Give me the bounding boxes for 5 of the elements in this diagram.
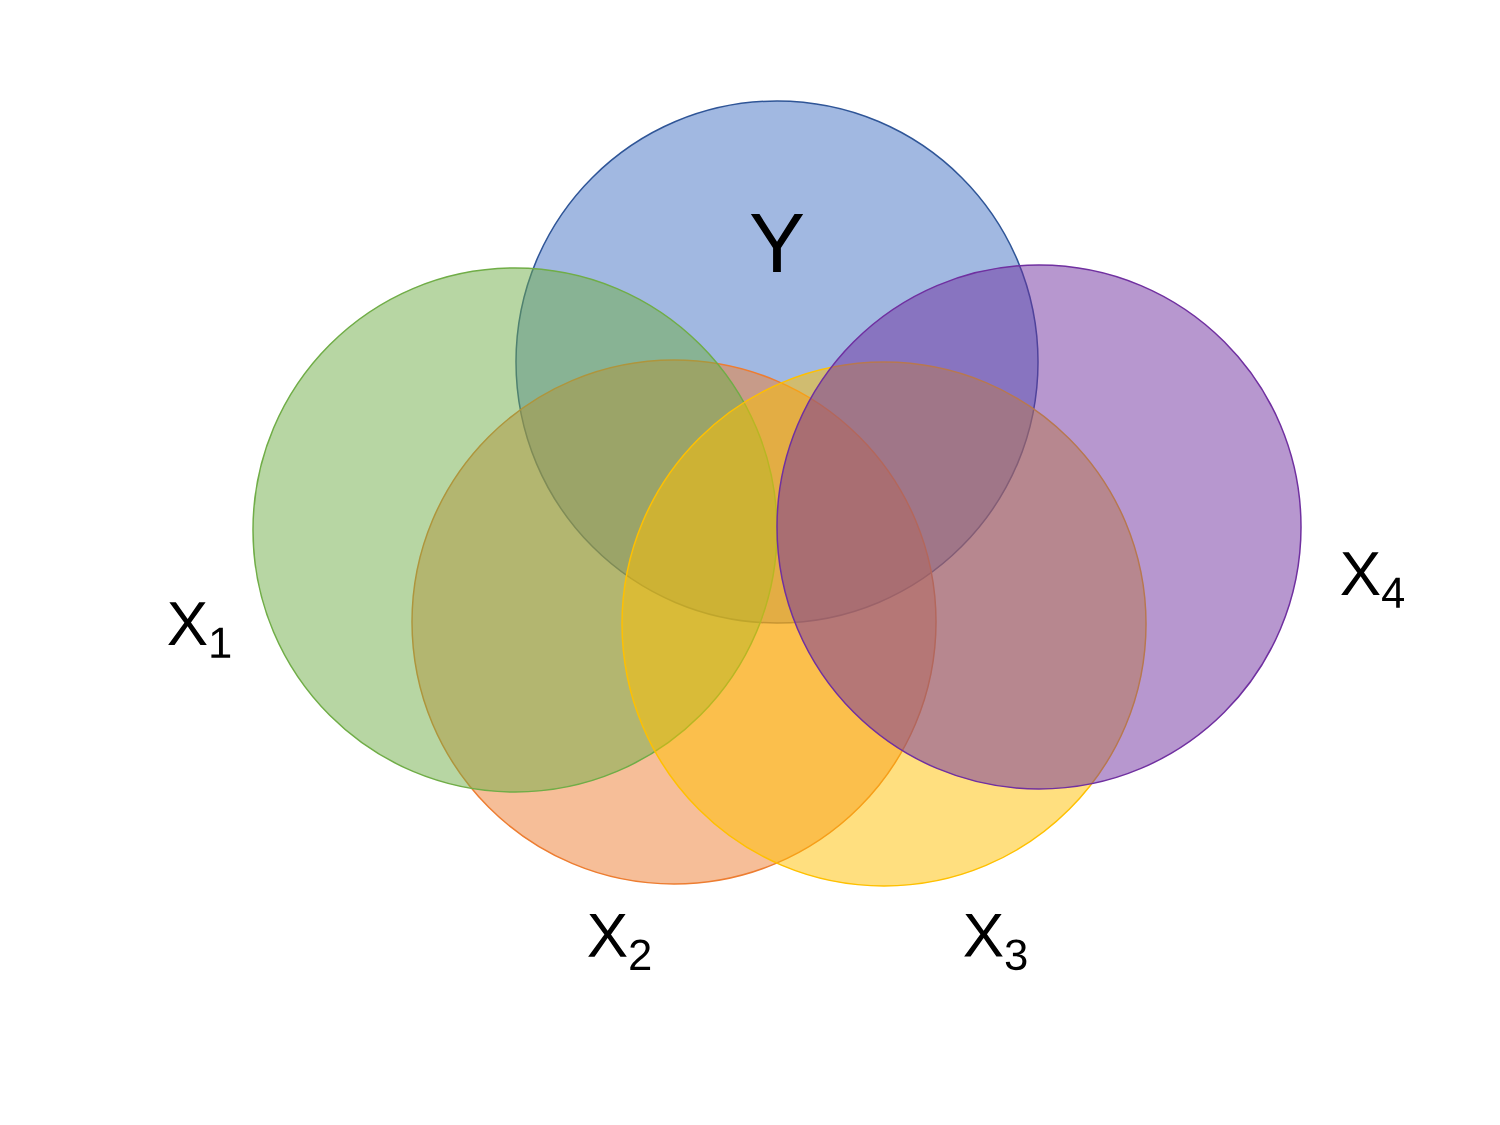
set-label: X$_{1}$ — [168, 602, 231, 658]
set-label: X$_{3}$ — [964, 913, 1027, 971]
set-label: X$_{4}$ — [1341, 552, 1404, 608]
set-label: X$_{2}$ — [588, 914, 651, 970]
set-label: Y — [750, 214, 804, 272]
